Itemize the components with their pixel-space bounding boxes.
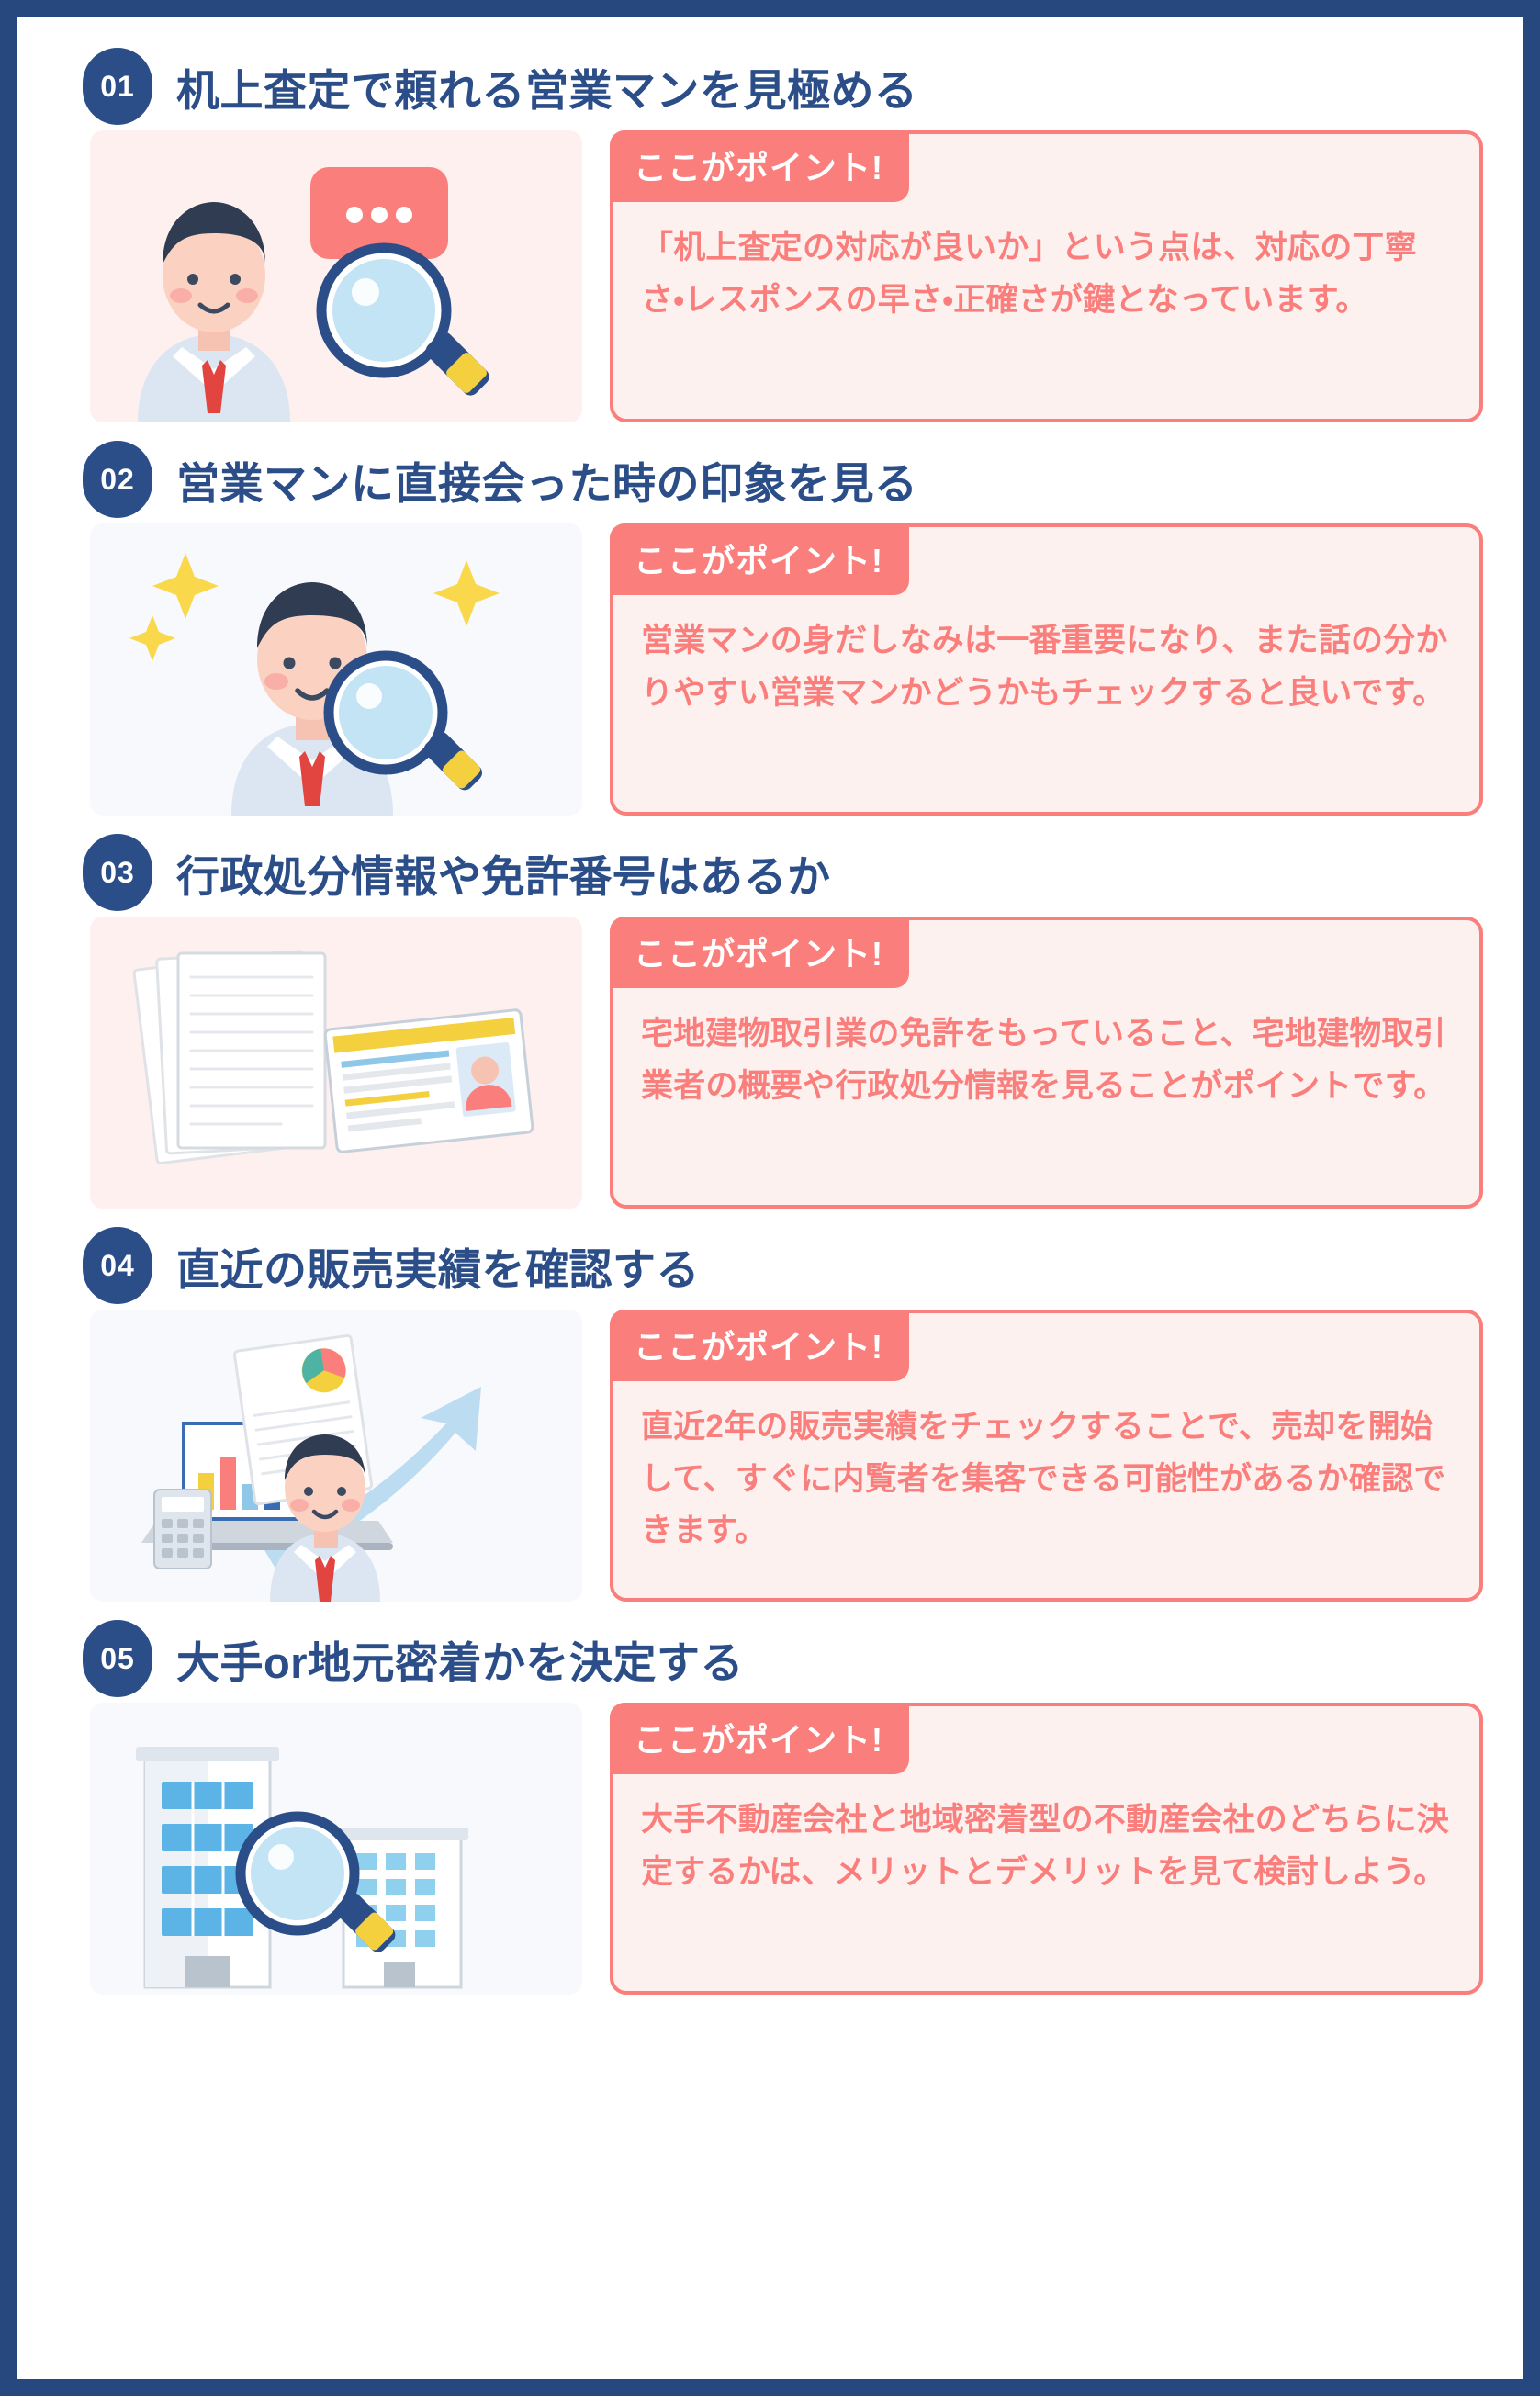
salesman-avatar-icon (138, 202, 290, 422)
section-title-01: 机上査定で頼れる営業マンを見極める (176, 65, 918, 115)
section-heading-02: 02 営業マンに直接会った時の印象を見る (57, 435, 1483, 523)
sparkle-icon-right (433, 560, 500, 626)
section-body-05: ここがポイント! 大手不動産会社と地域密着型の不動産会社のどちらに決定するかは、… (57, 1703, 1483, 1995)
magnifier-icon (316, 242, 489, 396)
magnifier-icon (235, 1811, 396, 1952)
illustration-documents-and-license-card (90, 917, 582, 1209)
documents-icon (132, 950, 327, 1165)
step-badge-05: 05 (83, 1620, 152, 1697)
callout-tag-04: ここがポイント! (610, 1310, 909, 1381)
step-badge-04: 04 (83, 1227, 152, 1304)
section-01: 01 机上査定で頼れる営業マンを見極める (57, 42, 1483, 422)
calculator-icon (153, 1489, 212, 1569)
section-heading-04: 04 直近の販売実績を確認する (57, 1221, 1483, 1310)
large-building-icon (136, 1747, 279, 1989)
section-heading-05: 05 大手or地元密着かを決定する (57, 1614, 1483, 1703)
callout-tag-03: ここがポイント! (610, 917, 909, 988)
sparkle-icon-left-small (129, 615, 175, 661)
callout-03: ここがポイント! 宅地建物取引業の免許をもっていること、宅地建物取引業者の概要や… (610, 917, 1483, 1209)
callout-tag-02: ここがポイント! (610, 523, 909, 595)
step-badge-02: 02 (83, 441, 152, 518)
callout-tag-01: ここがポイント! (610, 130, 909, 202)
illustration-smiling-salesman-sparkles-magnifier (90, 523, 582, 816)
section-heading-03: 03 行政処分情報や免許番号はあるか (57, 828, 1483, 917)
callout-body-01: 「机上査定の対応が良いか」という点は、対応の丁寧さ・レスポンスの早さ・正確さが鍵… (641, 230, 1417, 318)
step-badge-01: 01 (83, 48, 152, 125)
infographic-page: 01 机上査定で頼れる営業マンを見極める (17, 17, 1523, 2379)
callout-02: ここがポイント! 営業マンの身だしなみは一番重要になり、また話の分かりやすい営業… (610, 523, 1483, 816)
callout-body-03: 宅地建物取引業の免許をもっていること、宅地建物取引業者の概要や行政処分情報を見る… (641, 1016, 1446, 1104)
section-03: 03 行政処分情報や免許番号はあるか (57, 828, 1483, 1209)
section-title-02: 営業マンに直接会った時の印象を見る (176, 458, 918, 508)
person-avatar-icon (270, 1434, 380, 1602)
section-body-02: ここがポイント! 営業マンの身だしなみは一番重要になり、また話の分かりやすい営業… (57, 523, 1483, 816)
callout-01: ここがポイント! 「机上査定の対応が良いか」という点は、対応の丁寧さ・レスポンス… (610, 130, 1483, 422)
section-05: 05 大手or地元密着かを決定する (57, 1614, 1483, 1995)
illustration-buildings-and-magnifier (90, 1703, 582, 1995)
callout-body-05: 大手不動産会社と地域密着型の不動産会社のどちらに決定するかは、メリットとデメリッ… (641, 1802, 1450, 1890)
section-title-03: 行政処分情報や免許番号はあるか (176, 851, 831, 901)
section-02: 02 営業マンに直接会った時の印象を見る (57, 435, 1483, 816)
illustration-laptop-charts-growth-arrow (90, 1310, 582, 1602)
section-body-01: ここがポイント! 「机上査定の対応が良いか」という点は、対応の丁寧さ・レスポンス… (57, 130, 1483, 422)
callout-05: ここがポイント! 大手不動産会社と地域密着型の不動産会社のどちらに決定するかは、… (610, 1703, 1483, 1995)
section-body-04: ここがポイント! 直近2年の販売実績をチェックすることで、売却を開始して、すぐに… (57, 1310, 1483, 1602)
section-body-03: ここがポイント! 宅地建物取引業の免許をもっていること、宅地建物取引業者の概要や… (57, 917, 1483, 1209)
callout-body-02: 営業マンの身だしなみは一番重要になり、また話の分かりやすい営業マンかどうかもチェ… (641, 623, 1448, 711)
section-title-04: 直近の販売実績を確認する (176, 1244, 700, 1294)
callout-tag-05: ここがポイント! (610, 1703, 909, 1774)
callout-04: ここがポイント! 直近2年の販売実績をチェックすることで、売却を開始して、すぐに… (610, 1310, 1483, 1602)
illustration-salesman-speech-magnifier (90, 130, 582, 422)
section-heading-01: 01 机上査定で頼れる営業マンを見極める (57, 42, 1483, 130)
step-badge-03: 03 (83, 834, 152, 911)
section-title-05: 大手or地元密着かを決定する (176, 1637, 744, 1687)
license-card-icon (323, 1008, 534, 1153)
sparkle-icon-left (152, 553, 219, 619)
callout-body-04: 直近2年の販売実績をチェックすることで、売却を開始して、すぐに内覧者を集客できる… (641, 1409, 1446, 1549)
section-04: 04 直近の販売実績を確認する (57, 1221, 1483, 1602)
magnifier-icon (323, 650, 482, 791)
